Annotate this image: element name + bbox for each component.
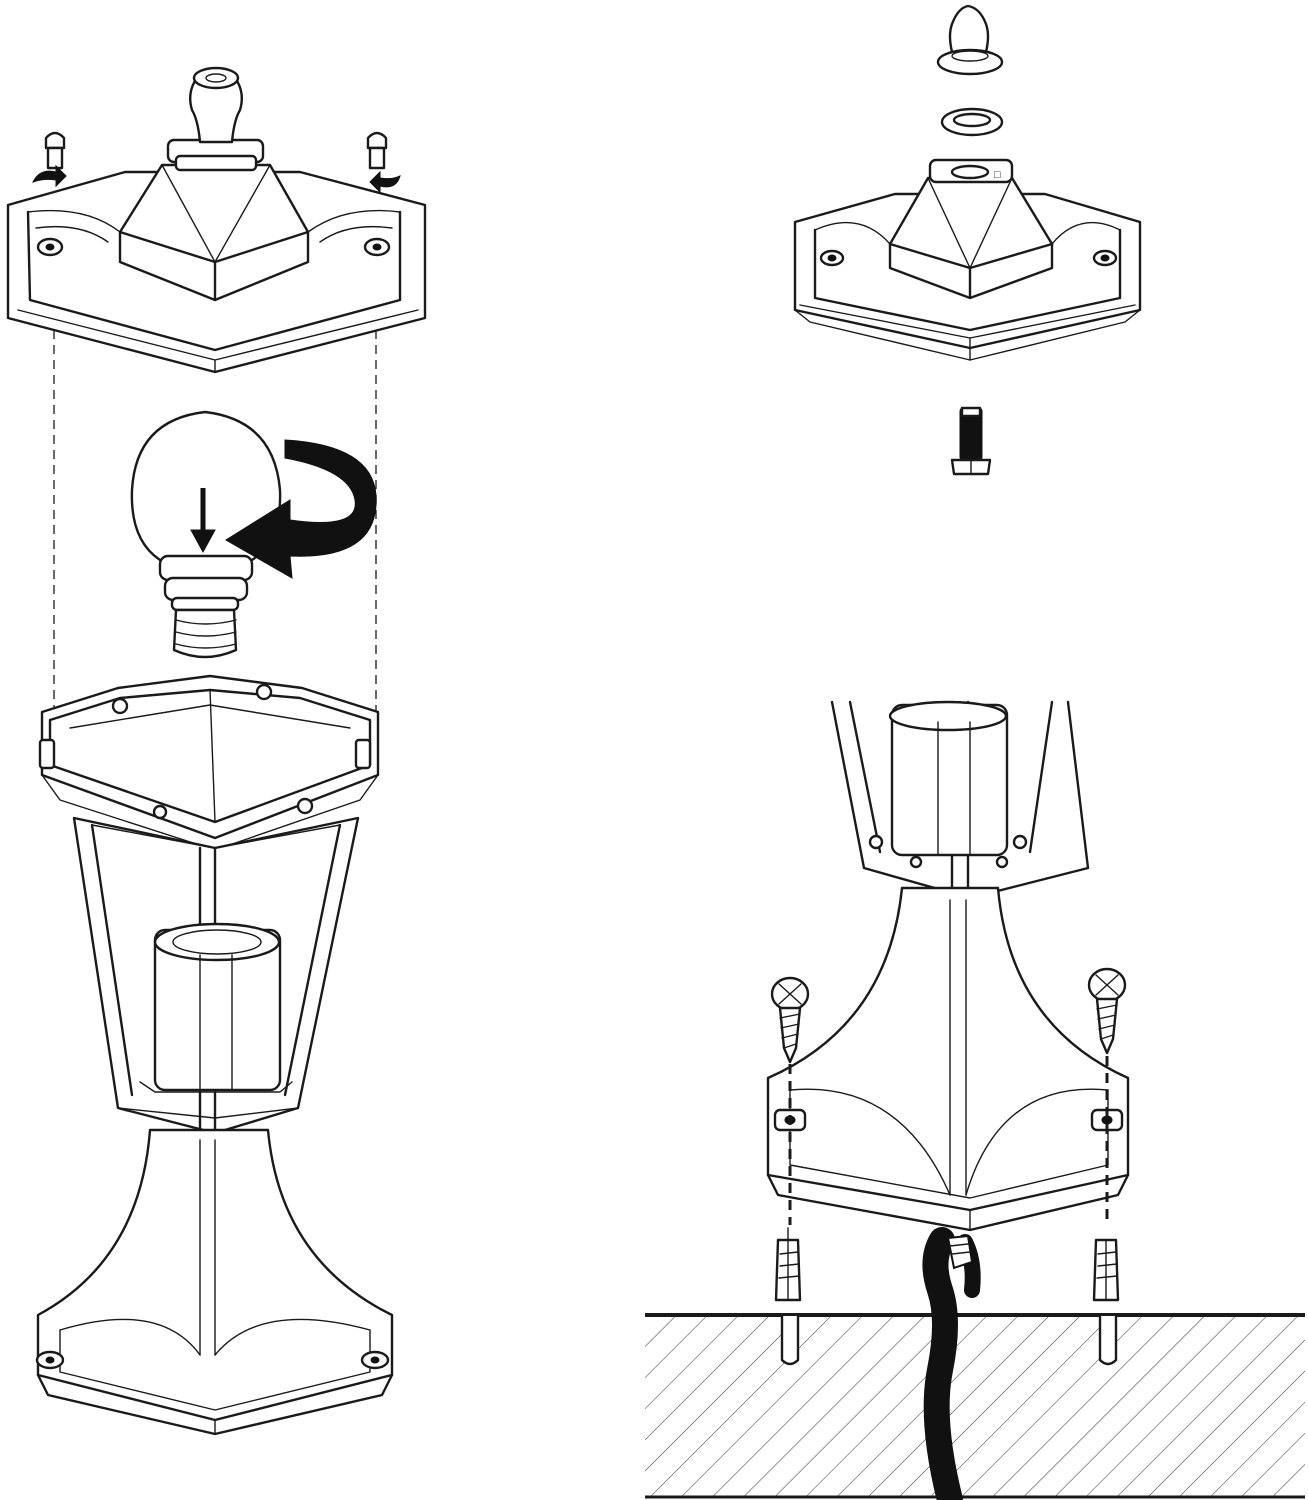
washer-icon	[940, 107, 1004, 137]
wall-plug-icon	[774, 1227, 802, 1302]
finial-knob-icon	[936, 4, 1004, 76]
nut-marker: □	[994, 169, 1001, 181]
lamp-base	[35, 1128, 394, 1436]
ground-section	[645, 1313, 1305, 1499]
cable-icon	[922, 1227, 981, 1500]
lamp-roof	[6, 66, 427, 374]
panel-bulb-install	[6, 66, 427, 1436]
finial-knob-icon	[189, 66, 243, 144]
cap-nut-icon	[366, 131, 401, 194]
cap-nut-icon	[31, 131, 67, 188]
alignment-lines	[788, 1056, 1109, 1225]
lantern-body	[72, 816, 360, 1135]
wall-plug-icon	[1092, 1238, 1120, 1302]
rotate-arrow-icon	[225, 439, 377, 579]
screw-icon	[770, 976, 810, 1064]
lantern-body	[830, 700, 1090, 900]
down-arrow-icon	[190, 488, 216, 554]
screw-icon	[1087, 967, 1127, 1055]
alignment-lines	[53, 330, 377, 770]
panel-ground-mount: □	[645, 4, 1305, 1500]
lamp-socket	[139, 922, 293, 1093]
lamp-base	[766, 886, 1130, 1232]
threaded-rod-icon	[950, 406, 992, 476]
lamp-roof: □	[793, 158, 1142, 361]
